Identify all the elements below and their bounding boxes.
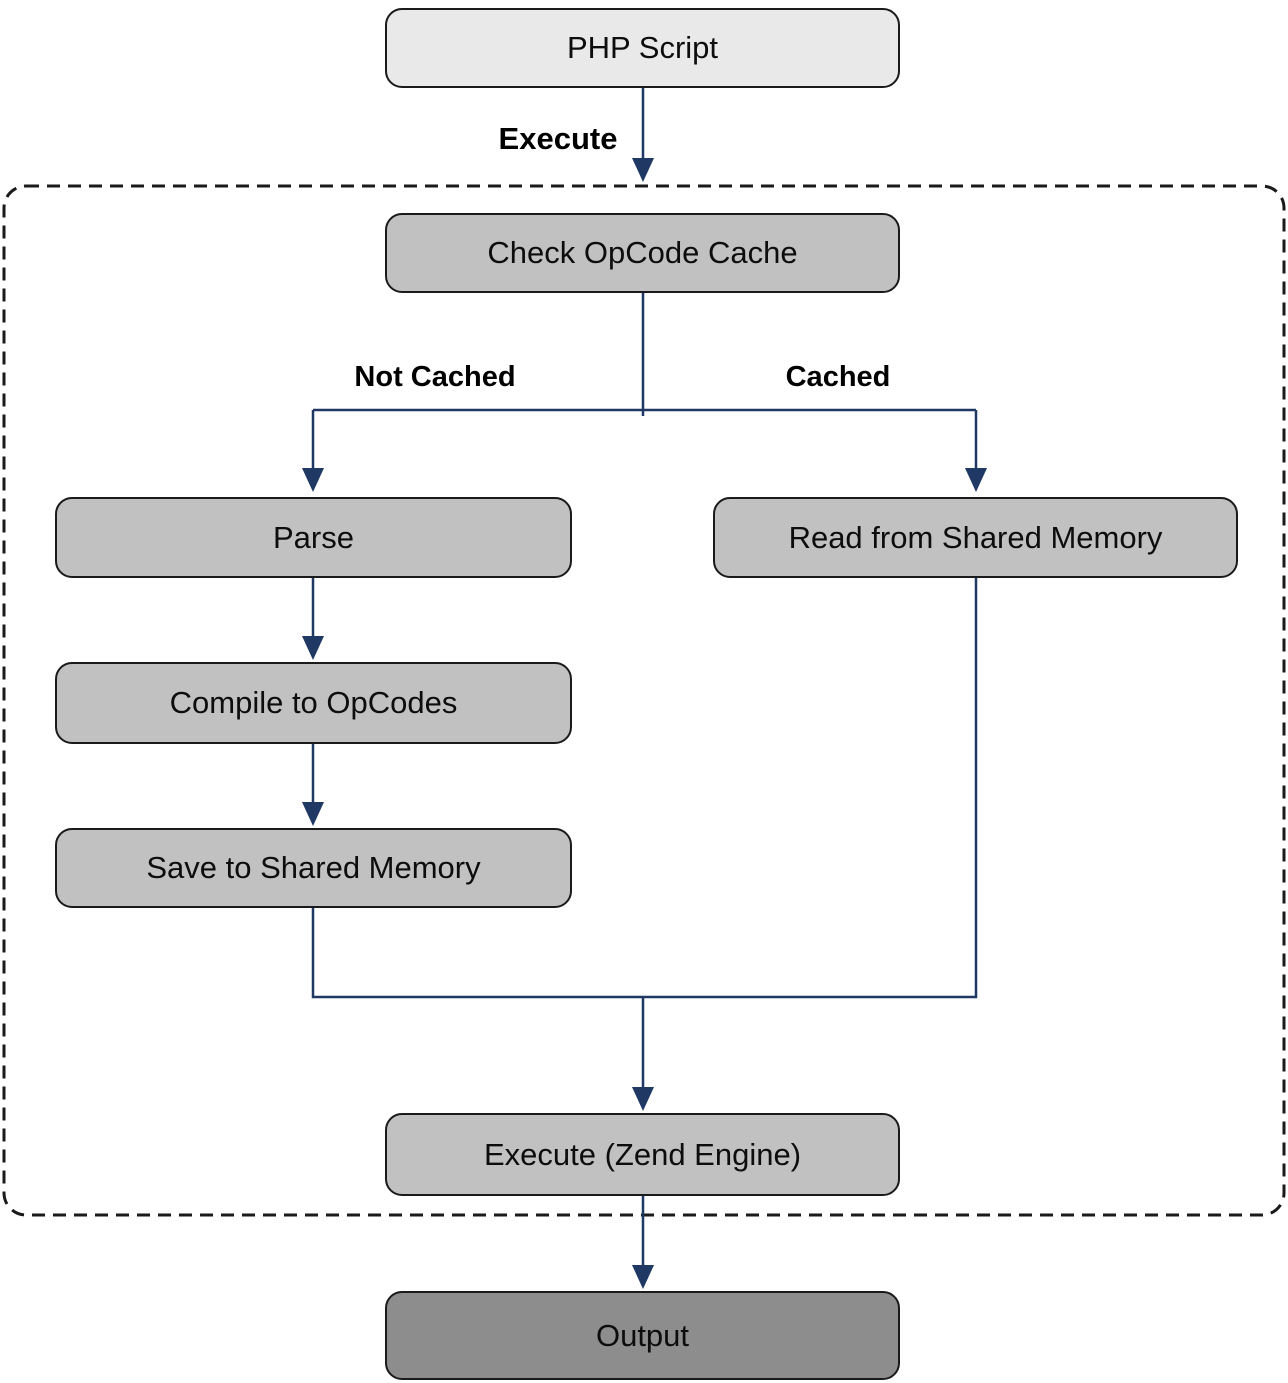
- arrowheads: [302, 158, 987, 1289]
- node-label: Output: [595, 1317, 690, 1353]
- node-compile-to-opcodes: Compile to OpCodes: [55, 662, 572, 744]
- arrowhead-icon: [302, 468, 324, 492]
- arrowhead-icon: [632, 1265, 654, 1289]
- node-execute-zend-engine: Execute (Zend Engine): [385, 1113, 900, 1196]
- node-label: Check OpCode Cache: [487, 235, 798, 270]
- edge-label-cached: Cached: [785, 361, 891, 393]
- arrowhead-icon: [632, 1087, 654, 1111]
- edge-label-execute: Execute: [498, 121, 618, 156]
- node-save-to-shared-memory: Save to Shared Memory: [55, 828, 572, 908]
- node-read-from-shared-memory: Read from Shared Memory: [713, 497, 1238, 578]
- edge-lines: [311, 88, 978, 1269]
- node-label: Save to Shared Memory: [146, 850, 481, 885]
- edge-label-not-cached: Not Cached: [354, 361, 516, 393]
- node-parse: Parse: [55, 497, 572, 578]
- node-label: Parse: [273, 519, 354, 555]
- arrowhead-icon: [965, 468, 987, 492]
- arrowhead-icon: [302, 636, 324, 660]
- node-output: Output: [385, 1291, 900, 1380]
- arrowhead-icon: [632, 158, 654, 182]
- arrowhead-icon: [302, 802, 324, 826]
- node-label: Read from Shared Memory: [788, 519, 1163, 555]
- edge-merge: [311, 578, 978, 999]
- node-check-opcode-cache: Check OpCode Cache: [385, 213, 900, 293]
- node-label: Compile to OpCodes: [169, 685, 458, 720]
- node-label: PHP Script: [566, 30, 719, 65]
- node-label: Execute (Zend Engine): [483, 1136, 802, 1172]
- edge-check-branch: [311, 293, 978, 472]
- node-php-script: PHP Script: [385, 8, 900, 88]
